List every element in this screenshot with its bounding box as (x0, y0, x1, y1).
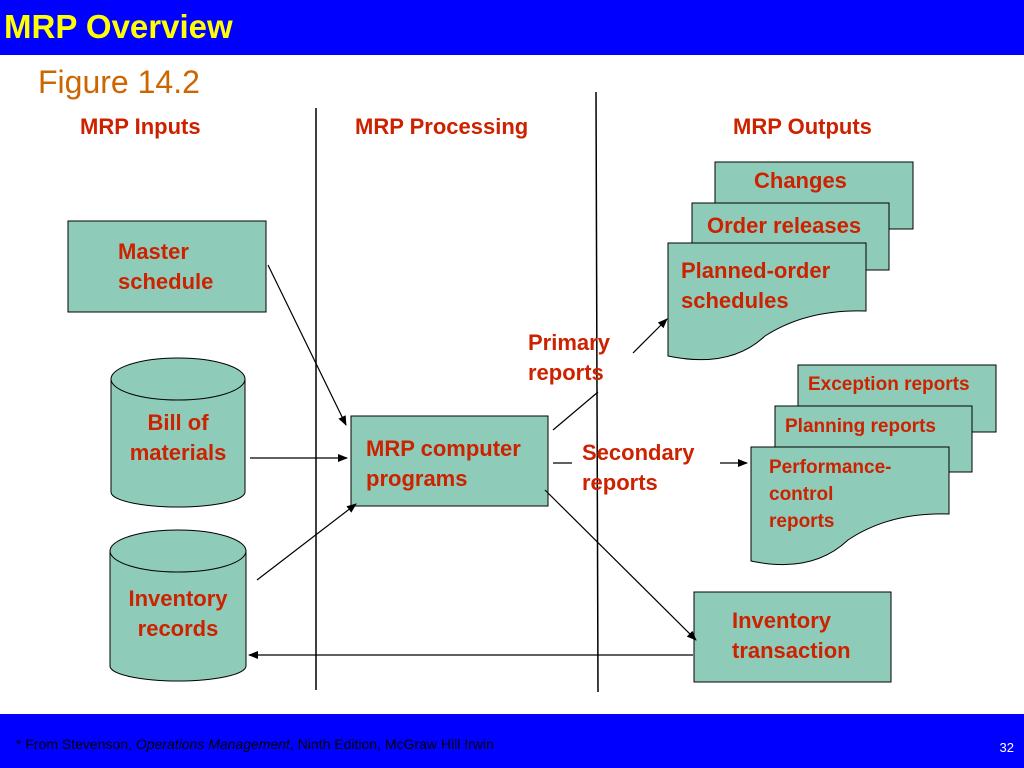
source-citation: * From Stevenson, Operations Management,… (16, 736, 494, 752)
arrow-master-to-mrp (267, 264, 347, 426)
master-schedule-box (67, 220, 267, 313)
citation-prefix: * From Stevenson, (16, 736, 136, 752)
planned-order-schedules-doc (667, 242, 867, 361)
planned-order-schedules-label: Planned-order schedules (681, 256, 830, 316)
bill-of-materials-cylinder (110, 357, 246, 508)
planning-reports-label: Planning reports (785, 416, 936, 437)
performance-control-line-3: reports (769, 511, 835, 532)
bill-of-materials-label: Bill of materials (111, 408, 245, 468)
column-header-outputs: MRP Outputs (733, 114, 872, 139)
planned-order-line-2: schedules (681, 288, 789, 313)
title-bar: MRP Overview (0, 0, 1024, 55)
inventory-records-line-2: records (137, 616, 219, 641)
inventory-records-label: Inventory records (110, 584, 246, 644)
divider-right (595, 91, 599, 693)
inventory-transaction-box (693, 591, 892, 683)
mrp-programs-box (350, 415, 549, 507)
inventory-transaction-line-1: Inventory (732, 608, 832, 633)
primary-reports-line-1: Primary (528, 330, 610, 355)
slide-title: MRP Overview (4, 8, 233, 45)
mrp-programs-label: MRP computer programs (366, 434, 521, 494)
primary-reports-line-2: reports (528, 360, 604, 385)
secondary-reports-label: Secondary reports (582, 438, 695, 498)
page-number: 32 (999, 740, 1014, 755)
performance-control-line-1: Performance- (769, 457, 892, 478)
changes-label: Changes (754, 168, 847, 193)
primary-reports-label: Primary reports (528, 328, 610, 388)
bill-of-materials-line-1: Bill of (147, 410, 209, 435)
column-header-processing: MRP Processing (355, 114, 529, 139)
arrow-inventory-records-to-mrp (256, 503, 357, 581)
master-schedule-label: Master schedule (118, 237, 213, 297)
planned-order-line-1: Planned-order (681, 258, 831, 283)
secondary-reports-line-1: Secondary (582, 440, 695, 465)
master-schedule-line-1: Master (118, 239, 189, 264)
performance-control-reports-doc (750, 446, 950, 566)
mrp-programs-line-1: MRP computer (366, 436, 521, 461)
arrow-mrp-to-inventory-transaction (544, 489, 697, 641)
citation-suffix: , Ninth Edition, McGraw Hill Irwin (289, 736, 494, 752)
footer-bar: * From Stevenson, Operations Management,… (0, 714, 1024, 768)
inventory-transaction-label: Inventory transaction (732, 606, 851, 666)
master-schedule-line-2: schedule (118, 269, 214, 294)
column-header-inputs: MRP Inputs (80, 114, 201, 139)
connector-mrp-to-primary (552, 391, 599, 431)
performance-control-reports-label: Performance- control reports (769, 454, 892, 535)
mrp-programs-line-2: programs (366, 466, 468, 491)
citation-book-title: Operations Management (135, 736, 290, 752)
bill-of-materials-line-2: materials (129, 440, 227, 465)
exception-reports-label: Exception reports (808, 374, 970, 395)
inventory-records-cylinder (109, 529, 247, 682)
inventory-records-line-1: Inventory (128, 586, 228, 611)
inventory-transaction-line-2: transaction (732, 638, 851, 663)
arrow-primary-to-planned (632, 318, 668, 354)
secondary-reports-line-2: reports (582, 470, 658, 495)
figure-label: Figure 14.2 (38, 64, 200, 100)
order-releases-label: Order releases (707, 213, 862, 238)
performance-control-line-2: control (769, 484, 834, 505)
